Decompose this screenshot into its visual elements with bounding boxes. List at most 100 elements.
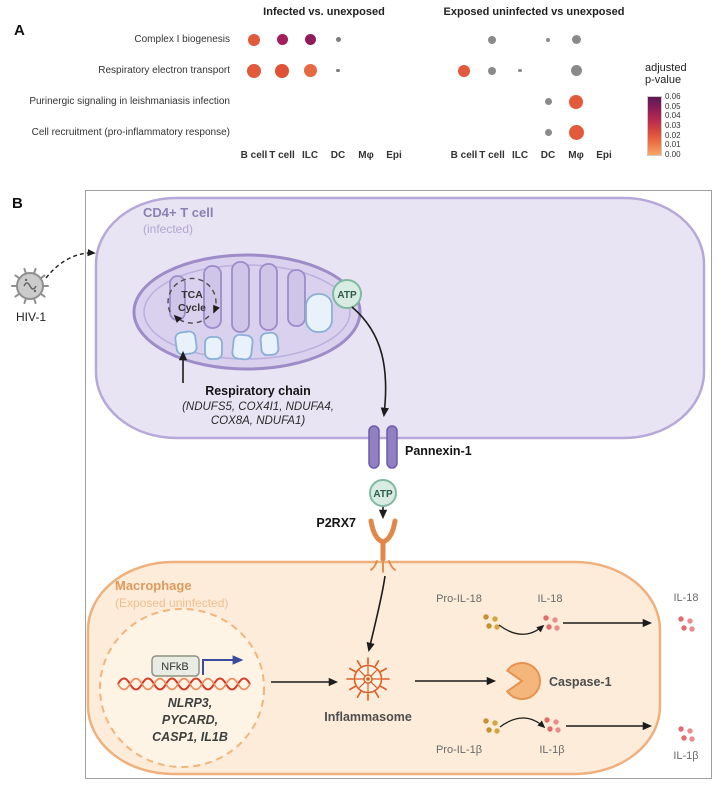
hiv-infection-arrow [45,248,96,279]
pathway-label: Cell recruitment (pro-inflammatory respo… [31,127,230,138]
dna-strand [117,677,251,691]
pvalue-dot [570,65,582,76]
legend-tick-label: 0.06 [665,92,681,101]
legend-tick-label: 0.02 [665,130,681,140]
panel-a: A Infected vs. unexposed Exposed uninfec… [0,0,721,186]
pvalue-dot [458,64,470,77]
hiv-virion-icon [11,267,49,305]
atp-to-pannexin-arrow [351,306,389,418]
il1b-secreted-label: IL-1β [673,750,698,762]
p2rx7-label: P2RX7 [316,516,356,530]
inflammasome-label: Inflammasome [324,710,412,724]
pro-il18-molecules [483,614,500,630]
celltype-label: DC [540,150,556,161]
transcription-start-arrow [202,655,244,675]
celltype-label: ILC [511,150,529,161]
pvalue-dot [546,37,550,42]
panel-b: B CD4+ T cell (infected) HIV-1 [11,190,712,779]
nfkb-box [151,655,200,677]
celltype-label: DC [330,150,346,161]
inflammasome-icon [346,657,390,701]
tcell-title: CD4+ T cell [143,205,213,220]
il18-molecules [543,615,560,631]
atp-molecule-mito [332,279,362,309]
celltype-label: Mφ [568,150,584,161]
celltype-label: T cell [269,150,295,161]
respiratory-chain-title: Respiratory chain [205,384,311,398]
il1b-cleavage-arrow [499,717,546,729]
plot2-title: Exposed uninfected vs unexposed [443,6,625,18]
mitochondrion: TCA Cycle ATP [132,253,362,371]
pannexin1-channel [368,425,398,469]
tcell-subtitle: (infected) [143,222,193,236]
celltype-label: ILC [301,150,319,161]
pathway-label: Complex I biogenesis [134,34,230,45]
nucleus-gene-line1: NLRP3, [168,696,212,710]
pro-il1b-label: Pro-IL-1β [436,744,482,756]
panel-b-border [85,190,712,779]
legend-tick-label: 0.00 [665,150,681,159]
pvalue-dot [569,94,583,109]
celltype-label: Epi [386,150,402,161]
pvalue-dot [335,37,341,42]
panel-a-letter: A [14,22,25,39]
pvalue-dot [544,98,552,105]
pvalue-dot [276,34,288,45]
nucleus-gene-line3: CASP1, IL1B [152,730,228,744]
il1b-molecules [544,717,561,733]
caspase1-icon [505,662,541,700]
celltype-label: Epi [596,150,612,161]
legend-tick-label: 0.03 [665,121,681,130]
respiratory-genes-line1: (NDUFS5, COX4I1, NDUFA4, [182,401,334,413]
pathway-label: Purinergic signaling in leishmaniasis in… [29,96,230,107]
macrophage-title: Macrophage [115,578,192,593]
macrophage-subtitle: (Exposed uninfected) [115,596,228,610]
nucleus-gene-line2: PYCARD, [162,713,218,727]
tca-label-line1: TCA [181,289,203,301]
pvalue-dot [304,34,316,45]
legend-title-line: p-value [645,74,682,86]
pvalue-dot [544,129,552,136]
dotplot-exposed-uninfected [450,24,618,148]
il18-secreted-molecules [678,616,695,632]
atp-extracellular-label: ATP [373,489,393,500]
nfkb-label: NFkB [161,661,189,673]
il18-secreted-label: IL-18 [673,592,698,604]
pvalue-dot [275,63,289,78]
pathway-label: Respiratory electron transport [98,65,230,76]
hiv-label: HIV-1 [16,310,46,324]
celltype-label: Mφ [358,150,374,161]
pro-il18-label: Pro-IL-18 [436,593,482,605]
respiratory-complexes [174,293,333,361]
panel-b-letter: B [12,195,23,212]
celltype-label: B cell [240,150,268,161]
legend-gradient [647,96,662,156]
pvalue-dot [488,35,496,44]
pvalue-dot [247,63,261,78]
dotplot-infected [240,24,408,148]
pvalue-dot [568,125,584,140]
pro-il1b-molecules [483,718,500,734]
pvalue-dot [488,66,496,75]
atp-mito-label: ATP [337,290,357,301]
pvalue-dot [303,64,317,77]
celltype-label: T cell [479,150,505,161]
pvalue-dot [571,35,581,44]
legend-tick-label: 0.04 [665,111,681,121]
il18-label: IL-18 [537,593,562,605]
legend-tick-label: 0.05 [665,101,681,111]
pvalue-dot [248,33,260,46]
il18-cleavage-arrow [498,624,545,635]
legend-tick-label: 0.01 [665,140,681,150]
caspase1-label: Caspase-1 [549,675,612,689]
p2rx7-receptor [368,518,398,573]
p2rx7-to-inflammasome-arrow [366,575,386,653]
pvalue-dot [518,68,522,73]
respiratory-genes-line2: COX8A, NDUFA1) [211,415,306,427]
tca-label-line2: Cycle [178,302,206,314]
